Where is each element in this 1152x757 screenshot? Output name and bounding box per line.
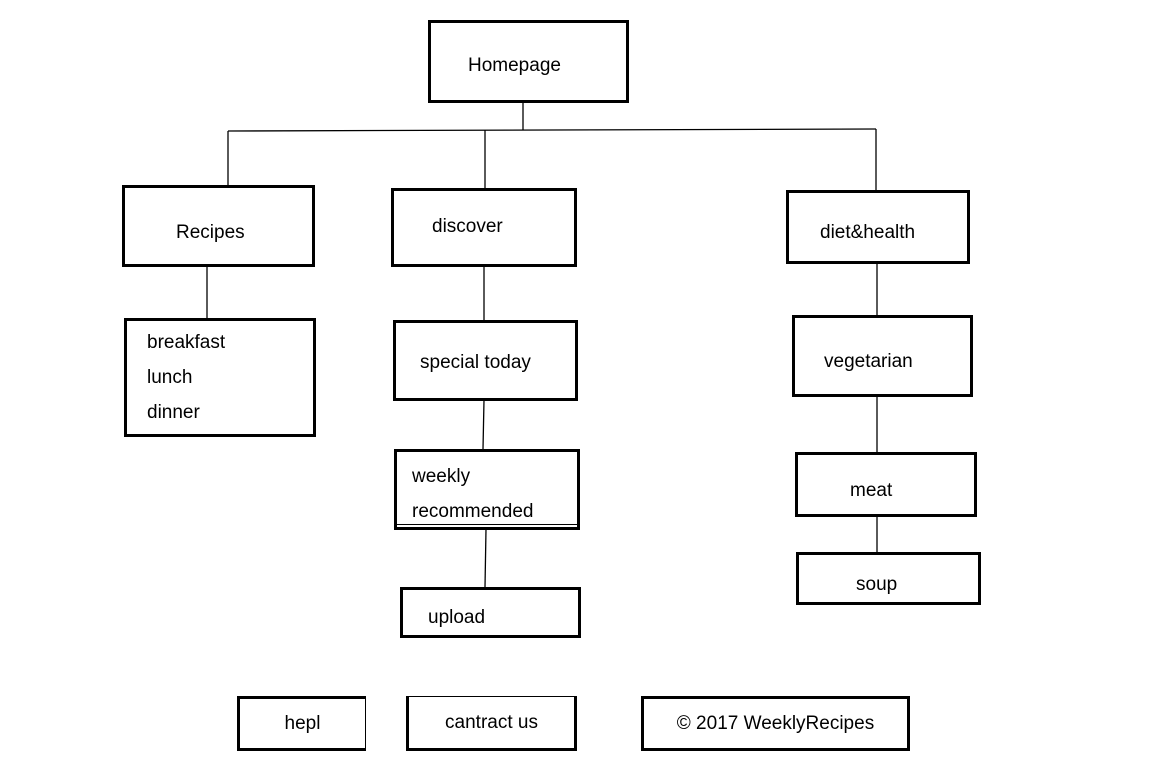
contact-us-box: cantract us: [406, 696, 577, 751]
help-label: hepl: [284, 713, 321, 734]
recommended-label: recommended: [412, 501, 534, 522]
diet-health-label: diet&health: [820, 222, 916, 243]
upload-node: upload: [400, 587, 581, 638]
weekly-recommended-node: weekly recommended: [394, 449, 580, 530]
discover-label: discover: [432, 216, 503, 237]
homepage-label: Homepage: [468, 55, 561, 76]
meal-item-dinner: dinner: [147, 402, 200, 423]
diet-health-node: diet&health: [786, 190, 970, 264]
special-today-label: special today: [420, 352, 531, 373]
discover-node: discover: [391, 188, 577, 267]
recipes-node: Recipes: [122, 185, 315, 267]
soup-node: soup: [796, 552, 981, 605]
contact-us-label: cantract us: [445, 712, 538, 733]
copyright-box: © 2017 WeeklyRecipes: [641, 696, 910, 751]
upload-label: upload: [428, 607, 486, 628]
connector-special-to-weekly: [482, 399, 485, 450]
vegetarian-label: vegetarian: [824, 351, 913, 372]
soup-label: soup: [856, 574, 898, 595]
recipes-label: Recipes: [176, 222, 245, 243]
connector-horizontal-bar: [227, 128, 877, 132]
homepage-node: Homepage: [428, 20, 629, 103]
meals-node: breakfast lunch dinner: [124, 318, 316, 437]
vegetarian-node: vegetarian: [792, 315, 973, 397]
connector-weekly-to-upload: [484, 528, 487, 588]
help-box: hepl: [237, 696, 366, 751]
meat-label: meat: [850, 480, 893, 501]
special-today-node: special today: [393, 320, 578, 401]
weekly-label: weekly: [412, 466, 471, 487]
meal-item-breakfast: breakfast: [147, 332, 226, 353]
weekly-recommended-underline: [397, 524, 577, 525]
meal-item-lunch: lunch: [147, 367, 193, 388]
meat-node: meat: [795, 452, 977, 517]
copyright-label: © 2017 WeeklyRecipes: [676, 713, 875, 734]
